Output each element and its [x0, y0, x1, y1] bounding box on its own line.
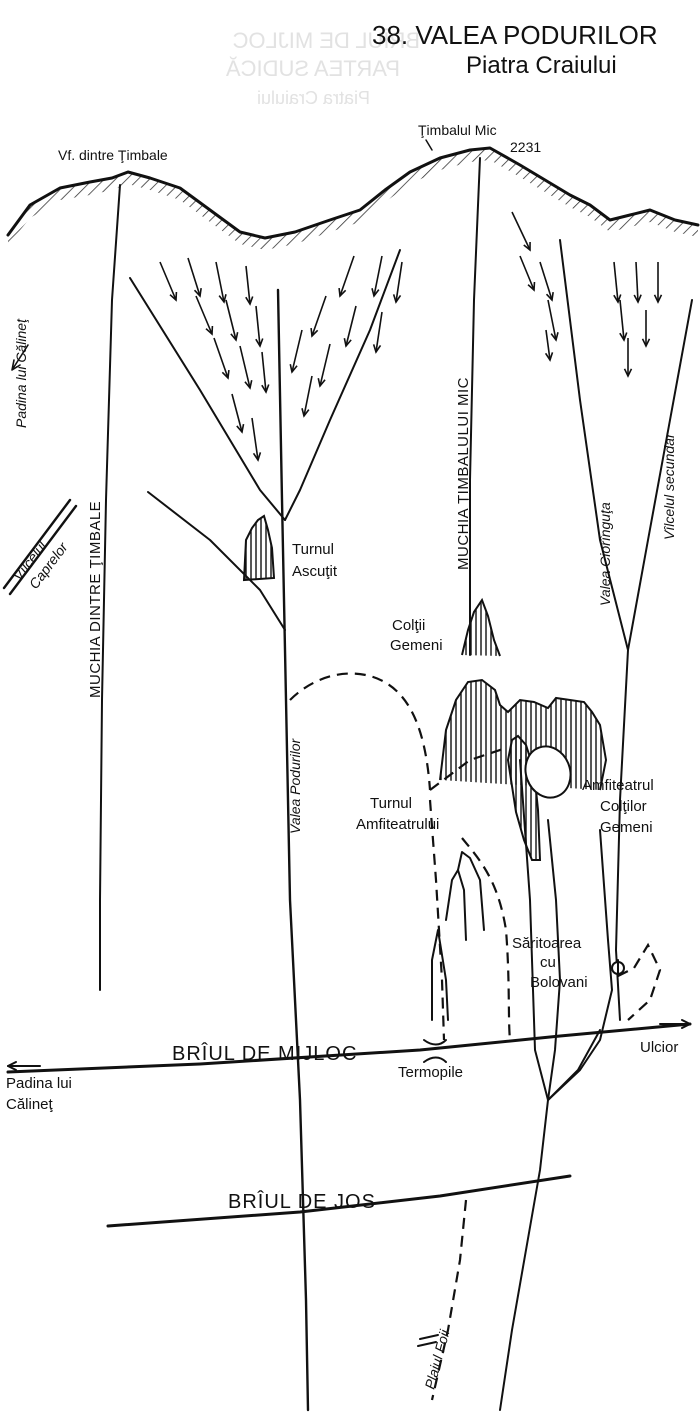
rock-formations: [242, 514, 625, 1021]
slope-arrow: [619, 299, 628, 342]
slope-arrow: [255, 305, 264, 348]
slope-arrow: [613, 261, 622, 304]
dashed-trails: [289, 672, 662, 1401]
faded-text-1: BRÎUL DE MIJLOC: [232, 28, 420, 53]
label-amfiteatrul-3: Gemeni: [600, 819, 653, 836]
label-briul-de-jos: BRÎUL DE JOS: [228, 1190, 376, 1213]
slope-arrow: [511, 211, 531, 252]
slope-arrow: [371, 255, 383, 298]
label-saritoarea-3: Bolovani: [530, 974, 588, 991]
slope-arrow: [338, 255, 355, 298]
label-amfiteatrul-2: Colţilor: [600, 798, 647, 815]
label-valea-ciorinquta: Valea Ciorînguţa: [597, 502, 613, 606]
slope-arrow: [187, 257, 202, 298]
label-turnul-amfiteatrului-2: Amfiteatrului: [356, 816, 439, 833]
ridge-label-left: MUCHIA DINTRE ŢIMBALE: [87, 501, 104, 698]
slope-arrow: [225, 299, 239, 342]
label-vilcelul-secundar: Vîlcelul secundar: [661, 432, 677, 540]
slope-arrow: [159, 261, 178, 302]
label-termopile: Termopile: [398, 1064, 463, 1081]
peak-vf-dintre-timbale: Vf. dintre Ţimbale: [58, 147, 168, 163]
slope-arrow: [195, 295, 214, 336]
slope-arrow: [372, 311, 383, 354]
slope-arrow: [392, 261, 403, 304]
slope-arrow: [245, 265, 254, 306]
slope-arrow: [544, 329, 554, 362]
turnul-ascutit-rock: [242, 514, 276, 582]
slope-arrow: [547, 299, 559, 342]
label-padina-bottom-1: Padina lui: [6, 1075, 72, 1092]
slope-arrow: [653, 262, 663, 304]
coltii-gemeni-rock: [461, 597, 501, 657]
faded-background-text: BRÎUL DE MIJLOC PARTEA SUDICĂ Piatra Cra…: [226, 28, 420, 108]
faded-text-3: Piatra Craiului: [257, 88, 370, 108]
slope-arrow: [317, 343, 331, 388]
slope-arrow: [539, 261, 554, 302]
faded-text-2: PARTEA SUDICĂ: [226, 56, 400, 81]
slope-arrow: [251, 417, 262, 462]
label-padina-bottom-2: Călineţ: [6, 1096, 54, 1113]
slope-arrow: [301, 375, 313, 418]
label-briul-de-mijloc: BRÎUL DE MIJLOC: [172, 1042, 357, 1065]
slope-arrow: [231, 393, 245, 434]
map-title: 38. VALEA PODURILOR: [372, 20, 658, 50]
label-coltii-gemeni-1: Colţii: [392, 617, 425, 634]
slope-arrow: [289, 329, 303, 374]
label-valea-podurilor: Valea Podurilor: [287, 737, 303, 834]
slope-arrow: [310, 295, 327, 338]
label-ulcior: Ulcior: [640, 1039, 678, 1056]
slope-arrow: [623, 338, 633, 378]
slope-arrow: [633, 261, 642, 304]
slope-arrow: [239, 345, 253, 390]
slope-arrow: [261, 351, 270, 394]
slope-arrows: [159, 211, 663, 784]
band-lines: [6, 1019, 692, 1228]
label-saritoarea-1: Săritoarea: [512, 935, 582, 952]
label-saritoarea-2: cu: [540, 954, 556, 971]
label-turnul-ascutit-2: Ascuţit: [292, 563, 338, 580]
ridge-label-right: MUCHIA ŢIMBALULUI MIC: [455, 377, 472, 570]
terrain-lines: [2, 157, 693, 1412]
slope-arrow: [213, 337, 230, 380]
slope-arrow: [641, 310, 651, 348]
slope-arrow: [343, 305, 357, 348]
peak-altitude: 2231: [510, 139, 541, 155]
slope-arrow: [519, 255, 536, 292]
slope-arrow: [215, 261, 227, 304]
label-amfiteatrul-1: Amfiteatrul: [582, 777, 654, 794]
map-subtitle: Piatra Craiului: [466, 52, 617, 79]
label-coltii-gemeni-2: Gemeni: [390, 637, 443, 654]
label-padina-top: Padina lui Călineţ: [13, 318, 29, 428]
label-turnul-amfiteatrului-1: Turnul: [370, 795, 412, 812]
label-turnul-ascutit-1: Turnul: [292, 541, 334, 558]
peak-timbalul-mic: Ţimbalul Mic: [418, 122, 497, 138]
ridge-skyline: [6, 146, 700, 300]
amfiteatru-ellipse: [524, 745, 572, 799]
